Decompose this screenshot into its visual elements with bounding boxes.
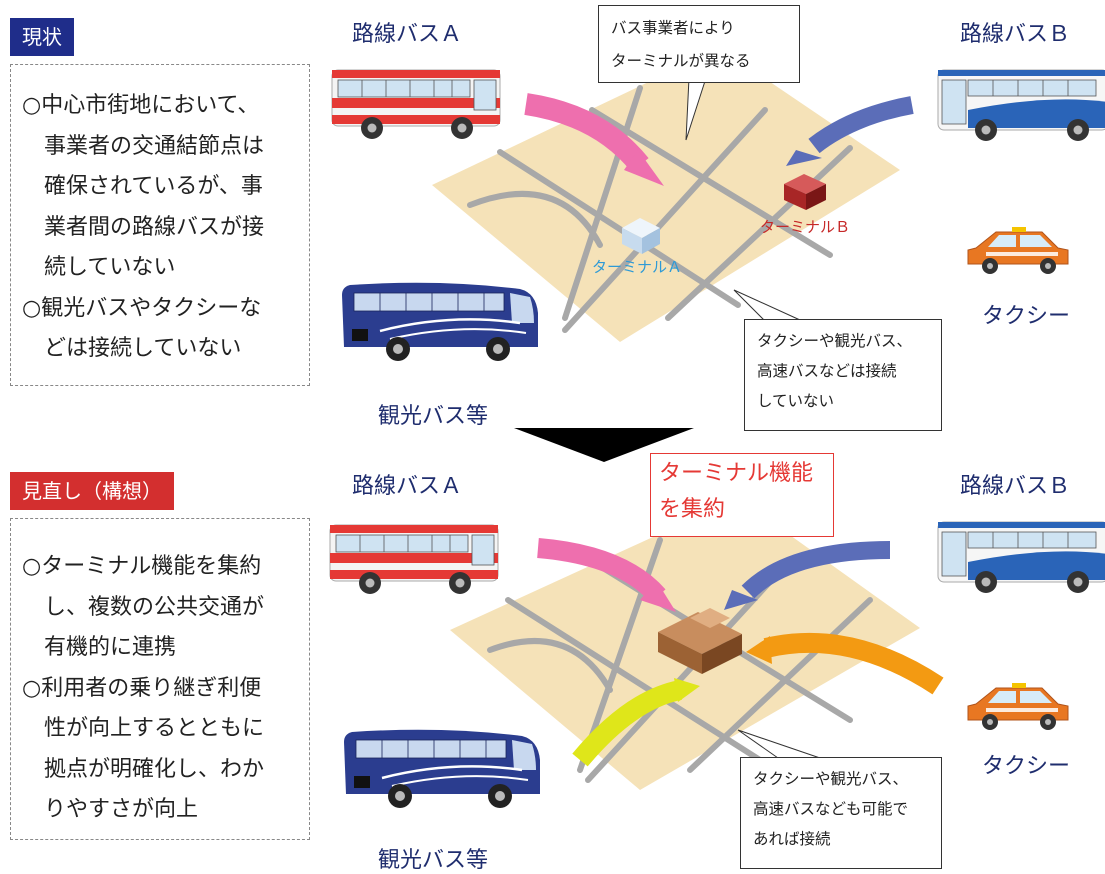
bottom-line: 有機的に連携	[44, 635, 177, 660]
future-plan-bullets: ○ターミナル機能を集約し、複数の公共交通が有機的に連携 ○利用者の乗り継ぎ利便性が…	[22, 547, 264, 831]
top-line: どは接続していない	[44, 336, 242, 361]
road-network	[467, 85, 853, 333]
bottom-line: ○利用者の乗り継ぎ利便	[22, 675, 262, 701]
terminal-b-label: ターミナルＢ	[760, 218, 851, 236]
bus-b-label: 路線バスＢ	[960, 22, 1071, 47]
bus-a-label: 路線バスＡ	[352, 22, 463, 47]
terminal-b-building-icon	[784, 174, 826, 210]
top-line: 事業者の交通結節点は	[44, 133, 265, 159]
bottom-line: りやすさが向上	[44, 797, 199, 822]
tour-bus-label: 観光バス等	[378, 404, 489, 429]
callout-future-pointer	[737, 729, 821, 759]
bus-a-arrow	[524, 93, 649, 173]
top-line: 続していない	[44, 255, 176, 280]
current-status-box	[10, 64, 310, 386]
callout-not-connected: タクシーや観光バス、 高速バスなどは接続 していない	[744, 319, 942, 431]
current-status-bullets: ○中心市街地において、事業者の交通結節点は確保されているが、事業者間の路線バスが…	[22, 86, 264, 370]
taxi-arrow	[763, 632, 944, 695]
top-line: 確保されているが、事	[44, 174, 263, 199]
callout-connect-if-possible: タクシーや観光バス、 高速バスなども可能で あれば接続	[740, 757, 942, 869]
red-route-bus-icon-future	[329, 524, 499, 595]
bottom-line: 拠点が明確化し、わか	[44, 756, 265, 782]
tour-bus-arrow	[572, 680, 683, 767]
top-line: 業者間の路線バスが接	[44, 214, 265, 240]
tour-bus-icon-future	[342, 728, 542, 810]
terminal-a-building-icon	[622, 218, 660, 254]
integrated-terminal-icon	[658, 608, 742, 674]
terminal-a-label: ターミナルＡ	[592, 258, 683, 276]
bottom-line: し、複数の公共交通が	[44, 594, 265, 620]
bus-b-arrow-head	[786, 150, 822, 166]
callout-top-pointer	[685, 77, 707, 141]
taxi-label: タクシー	[982, 304, 1071, 329]
future-plan-badge: 見直し（構想）	[10, 472, 174, 510]
callout-terminal-differs: バス事業者により ターミナルが異なる	[598, 5, 800, 83]
city-map	[432, 48, 900, 342]
current-status-badge: 現状	[10, 18, 74, 56]
bus-b-arrow	[808, 96, 914, 154]
bus-b-arrow-future	[741, 541, 891, 599]
top-line: ○観光バスやタクシーな	[22, 295, 262, 321]
tour-bus-label-future: 観光バス等	[378, 848, 489, 873]
bottom-line: 性が向上するとともに	[44, 716, 265, 741]
blue-route-bus-icon-future	[937, 521, 1105, 594]
taxi-label-future: タクシー	[982, 754, 1071, 779]
bottom-line: ○ターミナル機能を集約	[22, 554, 262, 579]
bus-a-label-future: 路線バスＡ	[352, 474, 463, 499]
future-plan-box	[10, 518, 310, 840]
down-triangle-arrow-icon	[514, 428, 694, 462]
callout-bottom-pointer	[733, 289, 801, 321]
bus-a-arrow-future	[537, 538, 666, 603]
taxi-icon-future	[967, 682, 1069, 731]
top-line: ○中心市街地において、	[22, 93, 260, 118]
bus-a-arrow-head	[624, 150, 664, 186]
terminal-consolidation-box: ターミナル機能 を集約	[650, 453, 834, 537]
bus-b-label-future: 路線バスＢ	[960, 474, 1071, 499]
